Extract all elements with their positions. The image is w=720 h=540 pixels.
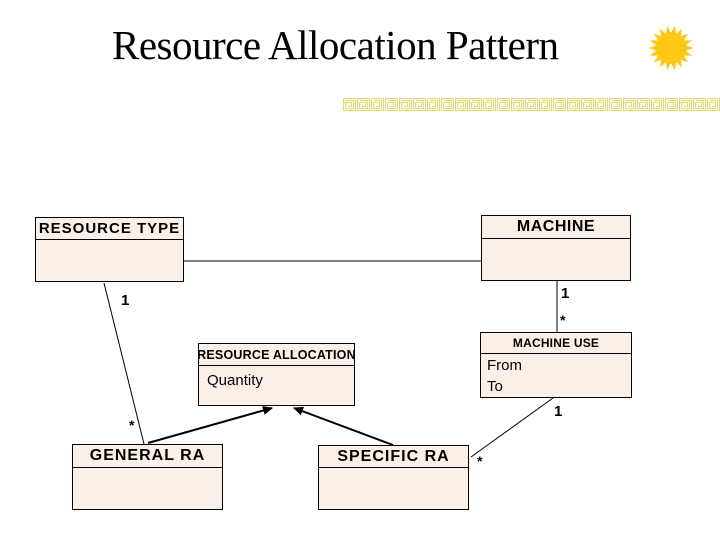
greek-key-glyph xyxy=(595,98,608,111)
uml-class-resource-type: RESOURCE TYPE xyxy=(35,217,184,282)
class-name: MACHINE USE xyxy=(481,333,631,354)
greek-key-glyph xyxy=(679,98,692,111)
association-machine-use-specific-ra xyxy=(470,397,554,458)
greek-key-glyph xyxy=(385,98,398,111)
greek-key-glyph xyxy=(441,98,454,111)
generalization-arrow-specific-ra xyxy=(293,406,394,446)
greek-key-glyph xyxy=(371,98,384,111)
page-title: Resource Allocation Pattern xyxy=(112,22,559,68)
uml-class-resource-allocation: RESOURCE ALLOCATION Quantity xyxy=(197,343,356,406)
class-name: MACHINE xyxy=(482,216,630,239)
class-name: RESOURCE ALLOCATION xyxy=(197,344,356,366)
class-name: GENERAL RA xyxy=(73,445,222,468)
multiplicity-label: * xyxy=(477,453,483,469)
greek-key-glyph xyxy=(497,98,510,111)
uml-class-general-ra: GENERAL RA xyxy=(72,444,223,510)
greek-key-glyph xyxy=(553,98,566,111)
uml-class-machine-use: MACHINE USE From To xyxy=(480,332,632,398)
greek-key-glyph xyxy=(567,98,580,111)
multiplicity-label: 1 xyxy=(561,285,570,302)
greek-key-glyph xyxy=(623,98,636,111)
greek-key-glyph xyxy=(343,98,356,111)
sunburst-icon xyxy=(648,25,694,71)
greek-key-glyph xyxy=(483,98,496,111)
greek-key-glyph xyxy=(693,98,706,111)
multiplicity-label: * xyxy=(129,417,135,433)
greek-key-glyph xyxy=(539,98,552,111)
generalization-arrow-general-ra xyxy=(147,406,273,444)
class-attributes: Quantity xyxy=(199,366,354,389)
greek-key-glyph xyxy=(707,98,720,111)
greek-key-glyph xyxy=(357,98,370,111)
greek-key-glyph xyxy=(413,98,426,111)
uml-class-specific-ra: SPECIFIC RA xyxy=(318,445,469,510)
greek-key-glyph xyxy=(609,98,622,111)
greek-key-glyph xyxy=(399,98,412,111)
greek-key-glyph xyxy=(469,98,482,111)
greek-key-glyph xyxy=(455,98,468,111)
greek-key-glyph xyxy=(511,98,524,111)
class-attributes: From To xyxy=(481,354,631,397)
class-name: SPECIFIC RA xyxy=(319,446,468,468)
multiplicity-label: 1 xyxy=(121,292,130,309)
greek-key-glyph xyxy=(581,98,594,111)
greek-key-glyph xyxy=(525,98,538,111)
multiplicity-label: * xyxy=(560,312,566,328)
class-attribute: To xyxy=(487,378,503,395)
uml-class-machine: MACHINE xyxy=(481,215,631,281)
greek-key-glyph xyxy=(637,98,650,111)
class-attribute: Quantity xyxy=(207,372,263,389)
class-attribute: From xyxy=(487,357,522,374)
greek-key-border xyxy=(343,98,720,112)
greek-key-glyph xyxy=(665,98,678,111)
class-name: RESOURCE TYPE xyxy=(36,218,183,240)
greek-key-glyph xyxy=(427,98,440,111)
greek-key-glyph xyxy=(651,98,664,111)
multiplicity-label: 1 xyxy=(554,403,563,420)
